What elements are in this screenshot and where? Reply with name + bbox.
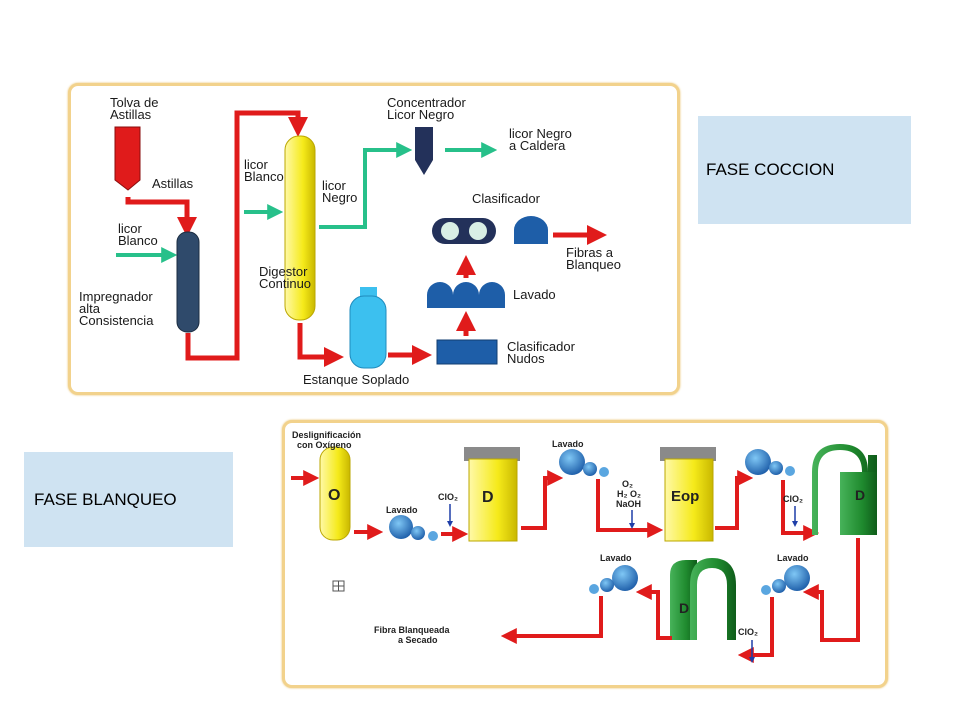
label-tank-d3: D bbox=[679, 600, 689, 616]
label-lavado-4: Lavado bbox=[777, 553, 809, 563]
label-lavado-1: Lavado bbox=[386, 505, 418, 515]
label-fibras-2: Blanqueo bbox=[566, 257, 621, 272]
label-concentrador-2: Licor Negro bbox=[387, 107, 454, 122]
label-digestor-1: Digestor bbox=[259, 264, 308, 279]
knot-screen-icon bbox=[436, 339, 498, 365]
label-tolva-1: Tolva de bbox=[110, 95, 158, 110]
grid-icon bbox=[332, 580, 345, 592]
phase-coccion-text: FASE COCCION bbox=[706, 160, 835, 179]
cooking-flow: Tolva de Astillas Astillas licor Blanco … bbox=[79, 95, 621, 387]
label-tank-d2: D bbox=[855, 487, 865, 503]
washer-icon bbox=[427, 282, 505, 308]
label-licor-blanco-a-2: Blanco bbox=[118, 233, 158, 248]
oxygen-tower-icon bbox=[319, 446, 351, 541]
washer3-to-d2-arrow bbox=[781, 480, 820, 541]
eop-to-washer3-arrow bbox=[715, 470, 754, 530]
label-lavado: Lavado bbox=[513, 287, 556, 302]
clo2-dose-head-2 bbox=[792, 521, 798, 527]
label-lavado-2: Lavado bbox=[552, 439, 584, 449]
eop-dose-head bbox=[629, 523, 635, 529]
label-licor-blanco-b-1: licor bbox=[244, 157, 269, 172]
label-licor-negro-1: licor bbox=[322, 178, 347, 193]
d3-to-washer5-arrow bbox=[635, 584, 672, 640]
label-licor-caldera-2: a Caldera bbox=[509, 138, 566, 153]
label-estanque: Estanque Soplado bbox=[303, 372, 409, 387]
label-impregnador-3: Consistencia bbox=[79, 313, 154, 328]
washer-4-icon bbox=[761, 565, 810, 595]
label-clasificador: Clasificador bbox=[472, 191, 541, 206]
d-tower-2-icon bbox=[812, 444, 877, 535]
clo2-dose-head-3 bbox=[749, 657, 755, 663]
label-chem-3: NaOH bbox=[616, 499, 641, 509]
phase-blanqueo-label: FASE BLANQUEO bbox=[24, 452, 233, 547]
impregnator-to-digester-arrow bbox=[185, 110, 308, 361]
label-chem-2: H₂ O₂ bbox=[617, 489, 641, 499]
d1-to-washer2-arrow bbox=[521, 470, 564, 530]
label-chem-1: O₂ bbox=[622, 479, 633, 489]
chip-hopper-icon bbox=[114, 126, 141, 191]
label-deslig-1: Deslignificación bbox=[292, 430, 361, 440]
label-licor-blanco-b-2: Blanco bbox=[244, 169, 284, 184]
washer2-to-eop-arrow bbox=[596, 479, 664, 538]
blow-tank-icon bbox=[349, 287, 387, 369]
chips-flow-arrow bbox=[125, 197, 197, 237]
label-impregnador-2: alta bbox=[79, 301, 101, 316]
label-licor-caldera-1: licor Negro bbox=[509, 126, 572, 141]
d-tower-1-icon bbox=[464, 447, 520, 542]
label-deslig-2: con Oxígeno bbox=[297, 440, 352, 450]
label-clo2-2: ClO₂ bbox=[783, 494, 803, 504]
label-tolva-2: Astillas bbox=[110, 107, 152, 122]
label-clasificador-nudos-1: Clasificador bbox=[507, 339, 576, 354]
phase-blanqueo-text: FASE BLANQUEO bbox=[34, 489, 177, 509]
eop-tower-icon bbox=[660, 447, 716, 542]
label-impregnador-1: Impregnador bbox=[79, 289, 153, 304]
label-licor-negro-2: Negro bbox=[322, 190, 357, 205]
label-fibras-1: Fibras a bbox=[566, 245, 614, 260]
digester-vessel-icon bbox=[284, 135, 316, 321]
washer-3-icon bbox=[745, 449, 795, 476]
impregnator-vessel-icon bbox=[176, 231, 200, 333]
label-clo2-1: ClO₂ bbox=[438, 492, 458, 502]
label-clasificador-nudos-2: Nudos bbox=[507, 351, 545, 366]
label-tank-d1: D bbox=[482, 489, 494, 506]
washer-1-icon bbox=[389, 515, 438, 541]
screen-icon bbox=[432, 216, 548, 244]
black-liquor-arrow bbox=[319, 142, 413, 229]
to-drying-arrow bbox=[500, 596, 603, 644]
washer-5-icon bbox=[589, 565, 638, 594]
phase-coccion-label: FASE COCCION bbox=[698, 116, 911, 224]
label-lavado-3: Lavado bbox=[600, 553, 632, 563]
digester-to-blow-tank-arrow bbox=[297, 323, 344, 367]
bleaching-flow: Deslignificación con Oxígeno O Lavado Cl… bbox=[291, 430, 877, 663]
label-digestor-2: Continuo bbox=[259, 276, 311, 291]
label-licor-blanco-a-1: licor bbox=[118, 221, 143, 236]
label-tank-eop: Eop bbox=[671, 488, 699, 505]
clo2-dose-head-1 bbox=[447, 521, 453, 527]
label-fibra-2: a Secado bbox=[398, 635, 438, 645]
concentrator-vessel-icon bbox=[415, 127, 433, 175]
label-clo2-3: ClO₂ bbox=[738, 627, 758, 637]
label-astillas: Astillas bbox=[152, 176, 194, 191]
washer-2-icon bbox=[559, 449, 609, 477]
label-fibra-1: Fibra Blanqueada bbox=[374, 625, 451, 635]
d2-to-washer4-arrow bbox=[802, 538, 860, 642]
d-tower-3-icon bbox=[670, 558, 736, 640]
label-tank-o: O bbox=[328, 487, 340, 504]
label-concentrador-1: Concentrador bbox=[387, 95, 466, 110]
washer4-to-d3-arrow bbox=[737, 597, 774, 663]
